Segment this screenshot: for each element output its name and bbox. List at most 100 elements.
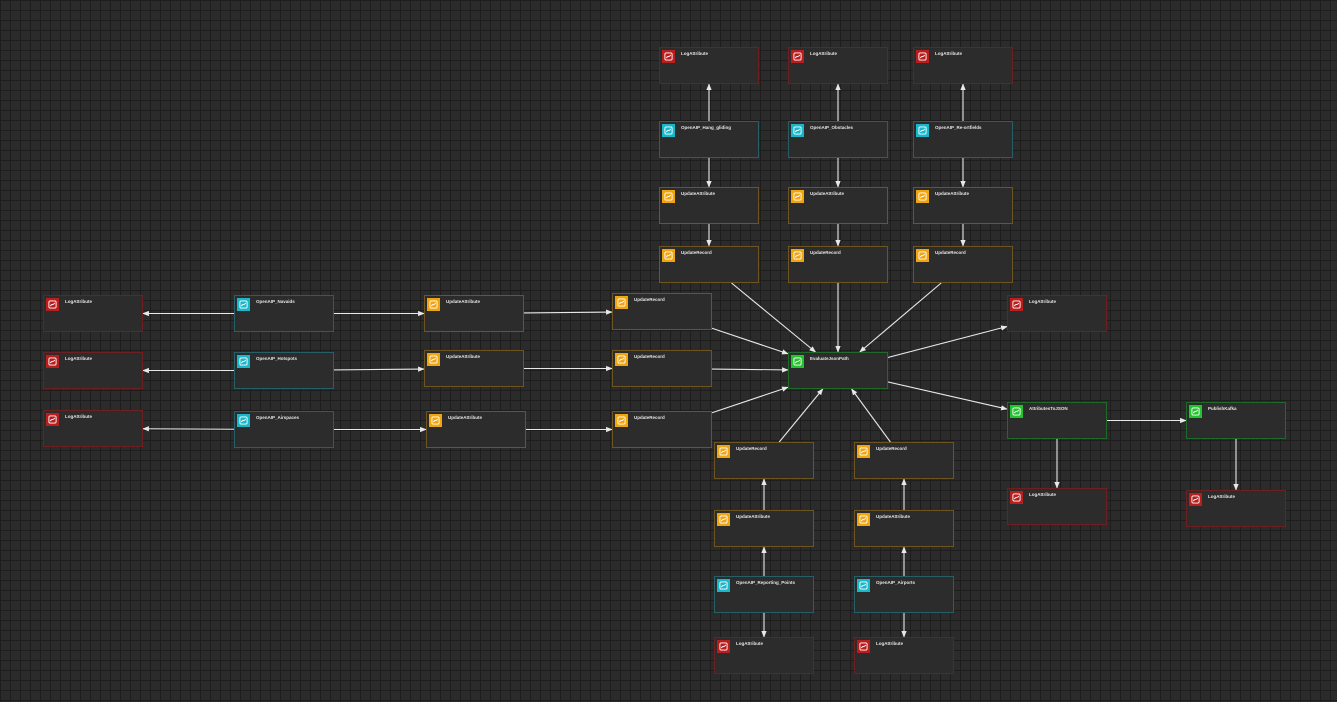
processor-n9[interactable]: UpdateAttribute [913,187,1013,224]
processor-label: OpenAIP_Airports [876,580,916,585]
processor-icon [717,445,730,458]
processor-icon [857,445,870,458]
processor-n11[interactable]: UpdateRecord [788,246,888,283]
connection-n10-n25[interactable] [731,282,816,353]
processor-label: OpenAIP_Re-ortfields [935,125,982,130]
processor-n13[interactable]: LogAttribute [43,295,143,332]
processor-n33[interactable]: UpdateAttribute [714,510,814,547]
processor-n8[interactable]: UpdateAttribute [788,187,888,224]
connection-n25-n26[interactable] [887,325,1008,359]
processor-n35[interactable]: OpenAIP_Reporting_Points [714,576,814,613]
processor-label: LogAttribute [810,51,837,56]
processor-n37[interactable]: LogAttribute [714,637,814,674]
processor-n18[interactable]: OpenAIP_Airspaces [234,411,334,448]
processor-n15[interactable]: LogAttribute [43,410,143,447]
processor-label: LogAttribute [1029,492,1056,497]
processor-icon [237,355,250,368]
processor-label: UpdateRecord [681,250,712,255]
processor-n30[interactable]: LogAttribute [1186,490,1286,527]
processor-label: LogAttribute [1208,494,1235,499]
processor-n10[interactable]: UpdateRecord [659,246,759,283]
processor-n36[interactable]: OpenAIP_Airports [854,576,954,613]
processor-n22[interactable]: UpdateRecord [612,293,712,330]
processor-n5[interactable]: OpenAIP_Obstacles [788,121,888,158]
processor-icon [916,190,929,203]
processor-icon [791,190,804,203]
processor-n20[interactable]: UpdateAttribute [424,350,524,387]
processor-n24[interactable]: UpdateRecord [612,411,712,448]
processor-label: UpdateRecord [935,250,966,255]
processor-label: AttributesToJSON [1029,406,1068,411]
processor-label: LogAttribute [736,641,763,646]
processor-icon [662,249,675,262]
connection-n23-n25[interactable] [711,367,789,373]
connection-n12-n25[interactable] [859,282,942,353]
processor-label: UpdateRecord [634,415,665,420]
processor-label: UpdateAttribute [448,415,482,420]
processor-icon [857,640,870,653]
processor-n16[interactable]: OpenAIP_Navaids [234,295,334,332]
processor-icon [46,413,59,426]
processor-n25[interactable]: EvaluateJsonPath [788,352,888,389]
processor-label: UpdateRecord [736,446,767,451]
processor-icon [46,355,59,368]
processor-label: OpenAIP_Navaids [256,299,295,304]
processor-n32[interactable]: UpdateRecord [854,442,954,479]
processor-label: OpenAIP_Airspaces [256,415,300,420]
processor-icon [46,298,59,311]
processor-n38[interactable]: LogAttribute [854,637,954,674]
processor-icon [791,50,804,63]
processor-n1[interactable]: LogAttribute [659,47,759,84]
processor-label: UpdateAttribute [446,354,480,359]
processor-icon [662,50,675,63]
connection-n17-n20[interactable] [333,366,425,372]
processor-n29[interactable]: LogAttribute [1007,488,1107,525]
processor-icon [916,124,929,137]
processor-n28[interactable]: PublishKafka [1186,402,1286,439]
processor-n3[interactable]: LogAttribute [913,47,1013,84]
connection-n24-n25[interactable] [711,386,789,414]
processor-label: OpenAIP_Hotspots [256,356,298,361]
processor-n4[interactable]: OpenAIP_Hang_gliding [659,121,759,158]
processor-label: LogAttribute [65,356,92,361]
processor-icon [717,640,730,653]
processor-n27[interactable]: AttributesToJSON [1007,402,1107,439]
processor-label: UpdateRecord [634,354,665,359]
processor-icon [857,513,870,526]
processor-n17[interactable]: OpenAIP_Hotspots [234,352,334,389]
processor-n19[interactable]: UpdateAttribute [424,295,524,332]
processor-n12[interactable]: UpdateRecord [913,246,1013,283]
processor-icon [427,353,440,366]
processor-n31[interactable]: UpdateRecord [714,442,814,479]
processor-label: EvaluateJsonPath [810,356,849,361]
processor-n26[interactable]: LogAttribute [1007,295,1107,332]
processor-icon [791,249,804,262]
processor-label: OpenAIP_Hang_gliding [681,125,732,130]
processor-label: LogAttribute [681,51,708,56]
connection-n25-n27[interactable] [887,381,1008,411]
processor-icon [615,353,628,366]
connection-n31-n25[interactable] [778,388,824,443]
processor-n23[interactable]: UpdateRecord [612,350,712,387]
processor-n7[interactable]: UpdateAttribute [659,187,759,224]
processor-icon [916,50,929,63]
processor-label: UpdateAttribute [446,299,480,304]
processor-n6[interactable]: OpenAIP_Re-ortfields [913,121,1013,158]
processor-icon [857,579,870,592]
processor-label: UpdateAttribute [681,191,715,196]
processor-label: UpdateAttribute [736,514,770,519]
processor-n21[interactable]: UpdateAttribute [426,411,526,448]
connection-n22-n25[interactable] [711,327,789,355]
connection-n19-n22[interactable] [523,309,613,315]
processor-icon [1189,493,1202,506]
processor-icon [662,124,675,137]
connection-n32-n25[interactable] [851,388,891,443]
processor-n34[interactable]: UpdateAttribute [854,510,954,547]
processor-label: LogAttribute [65,414,92,419]
processor-n2[interactable]: LogAttribute [788,47,888,84]
processor-icon [237,298,250,311]
processor-icon [429,414,442,427]
processor-n14[interactable]: LogAttribute [43,352,143,389]
